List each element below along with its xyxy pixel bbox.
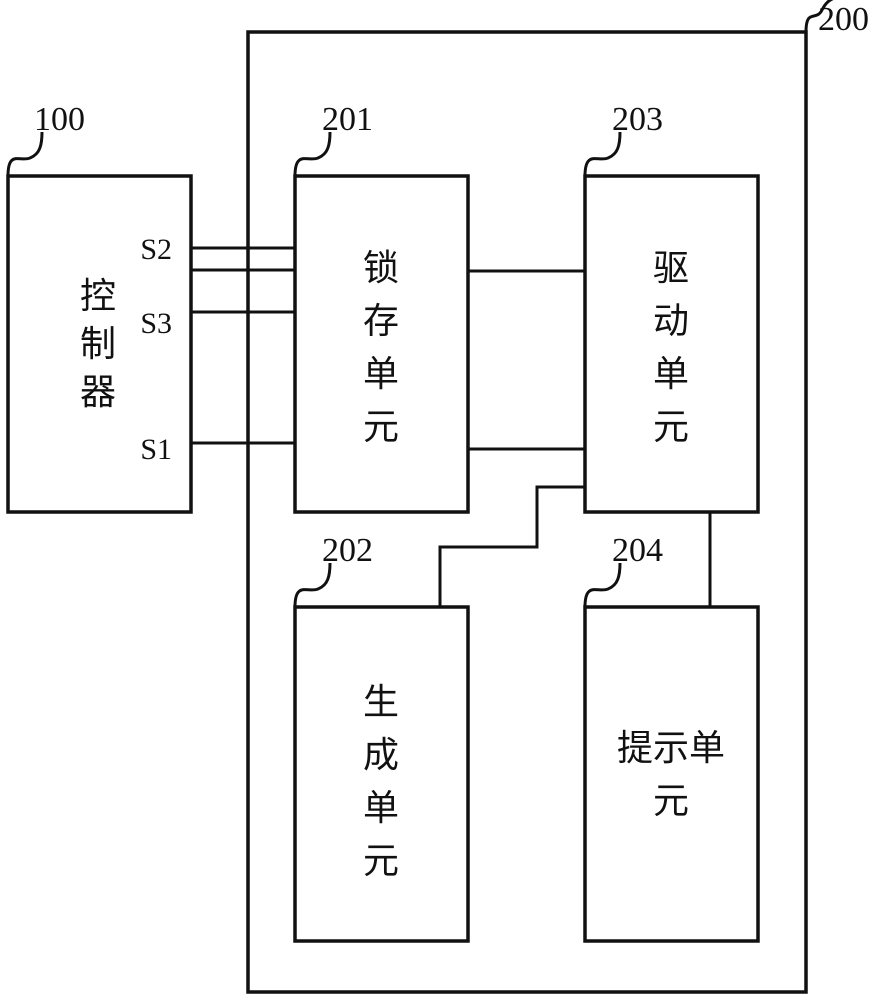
- controller-label-char: 器: [80, 372, 116, 412]
- prompt-204-leader: [585, 563, 620, 607]
- controller-label-char: 制: [80, 324, 116, 364]
- signal-s2-label: S2: [140, 233, 172, 266]
- latch-label-char: 锁: [363, 248, 399, 288]
- generate-label-char: 单: [363, 788, 399, 828]
- controller-label-char: 控: [80, 276, 116, 316]
- latch-unit-201-box: [295, 176, 468, 512]
- generate-label-char: 成: [363, 735, 399, 775]
- latch-201-ref: 201: [322, 101, 373, 138]
- latch-201-leader: [295, 132, 330, 176]
- generate-label-char: 元: [363, 841, 399, 881]
- generate-202-ref: 202: [322, 532, 373, 569]
- drive-label-char: 单: [653, 354, 689, 394]
- controller-100-ref: 100: [34, 101, 85, 138]
- prompt-label-line: 提示单: [617, 728, 725, 768]
- signal-s1-label: S1: [140, 433, 172, 466]
- prompt-unit-204-box: [585, 607, 758, 941]
- controller-100-leader: [8, 132, 42, 176]
- latch-label-char: 存: [363, 301, 399, 341]
- drive-label-char: 元: [653, 407, 689, 447]
- drive-unit-203-box: [585, 176, 758, 512]
- drive-203-ref: 203: [612, 101, 663, 138]
- drive-203-leader: [585, 132, 620, 176]
- latch-label-char: 元: [363, 407, 399, 447]
- generate-202-leader: [295, 563, 330, 607]
- latch-label-char: 单: [363, 354, 399, 394]
- signal-s3-label: S3: [140, 307, 172, 340]
- prompt-label-line: 元: [653, 781, 689, 821]
- generate-drive-line: [440, 487, 585, 607]
- drive-label-char: 动: [653, 301, 689, 341]
- device-200-ref: 200: [818, 1, 869, 38]
- drive-label-char: 驱: [653, 248, 689, 288]
- generate-label-char: 生: [363, 682, 399, 722]
- prompt-204-ref: 204: [612, 532, 663, 569]
